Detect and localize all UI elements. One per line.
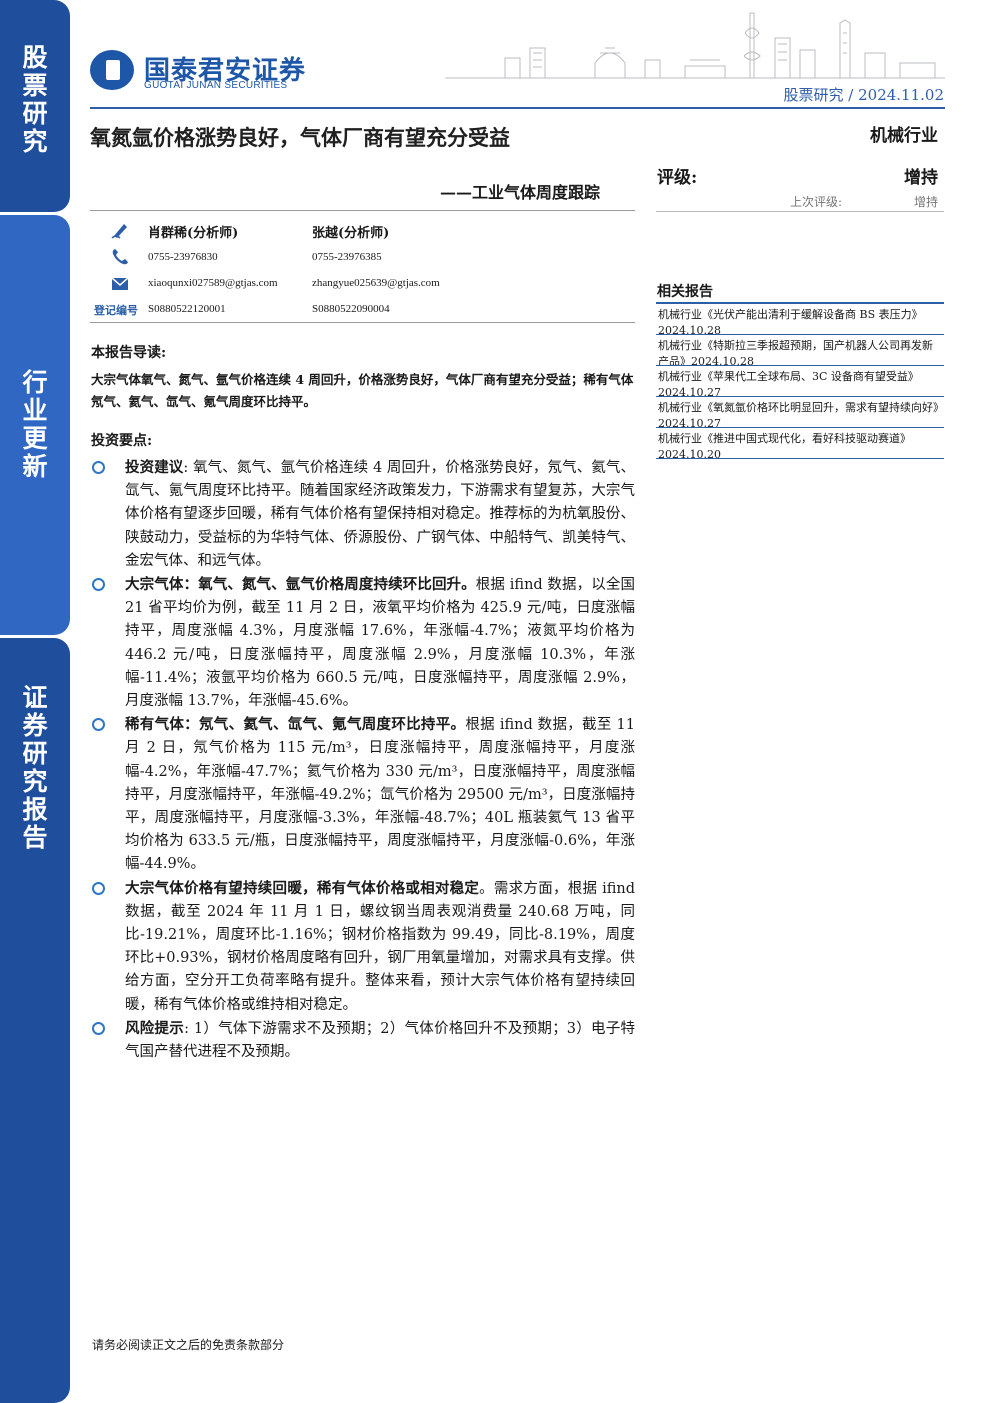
sidebar-char: 报 xyxy=(22,795,48,824)
report-subtitle: ——工业气体周度跟踪 xyxy=(440,183,601,202)
logo-english-name: GUOTAI JUNAN SECURITIES xyxy=(144,80,288,91)
sidebar-tab-industry-update: 行业更新 xyxy=(0,215,70,635)
analyst-1-email[interactable]: xiaoqunxi027589@gtjas.com xyxy=(148,277,278,289)
analyst-2-registration: S0880522090004 xyxy=(312,303,390,315)
analyst-pen-icon xyxy=(111,224,127,239)
rating-divider xyxy=(656,211,944,212)
bullet-icon xyxy=(92,461,105,474)
point-heading: 大宗气体：氧气、氮气、氩气价格周度持续环比回升。 xyxy=(125,576,476,594)
point-heading: 大宗气体价格有望持续回暖，稀有气体价格或相对稳定 xyxy=(125,879,480,897)
city-skyline-icon xyxy=(445,12,945,79)
header-divider xyxy=(90,107,945,109)
point-body: 根据 ifind 数据，以全国 21 省平均价为例，截至 11 月 2 日，液氧… xyxy=(125,577,635,710)
analyst-2-email[interactable]: zhangyue025639@gtjas.com xyxy=(312,277,440,289)
sidebar-tab-stock-research: 股票研究 xyxy=(0,0,70,212)
related-report-item[interactable]: 机械行业《氧氮氩价格环比明显回升，需求有望持续向好》2024.10.27 xyxy=(656,397,944,428)
phone-icon xyxy=(112,249,128,265)
related-report-item[interactable]: 机械行业《特斯拉三季报超预期，国产机器人公司再发新产品》2024.10.28 xyxy=(656,335,944,366)
sidebar-char: 更 xyxy=(22,424,48,453)
point-heading: 投资建议 xyxy=(125,459,184,476)
related-report-item[interactable]: 机械行业《光伏产能出清利于缓解设备商 BS 表压力》2024.10.28 xyxy=(656,304,944,335)
investment-point: 投资建议: 氧气、氮气、氩气价格连续 4 周回升，价格涨势良好，氖气、氦气、氙气… xyxy=(90,456,635,573)
investment-point: 风险提示: 1）气体下游需求不及预期；2）气体价格回升不及预期；3）电子特气国产… xyxy=(90,1017,635,1064)
investment-point: 稀有气体：氖气、氦气、氙气、氪气周度环比持平。根据 ifind 数据，截至 11… xyxy=(90,713,635,876)
point-heading: 风险提示 xyxy=(125,1019,185,1037)
sidebar-char: 行 xyxy=(22,368,48,397)
previous-rating-label: 上次评级: xyxy=(790,195,843,209)
sidebar-char: 究 xyxy=(22,767,48,796)
sidebar-char: 研 xyxy=(22,99,48,128)
related-reports-title: 相关报告 xyxy=(657,284,713,300)
point-separator: : xyxy=(183,460,194,476)
logo-chinese-name: 国泰君安证券 xyxy=(144,56,307,86)
related-report-item[interactable]: 机械行业《推进中国式现代化，看好科技驱动赛道》2024.10.20 xyxy=(656,428,944,459)
bullet-icon xyxy=(92,718,105,732)
logo-mark-icon xyxy=(90,50,134,90)
email-icon xyxy=(111,277,129,290)
investment-points-list: 投资建议: 氧气、氮气、氩气价格连续 4 周回升，价格涨势良好，氖气、氦气、氙气… xyxy=(90,456,635,1064)
analyst-1-name: 肖群稀(分析师) xyxy=(148,226,239,241)
related-report-item[interactable]: 机械行业《苹果代工全球布局、3C 设备商有望受益》2024.10.27 xyxy=(656,366,944,397)
investment-point: 大宗气体：氧气、氮气、氩气价格周度持续环比回升。根据 ifind 数据，以全国 … xyxy=(90,573,635,713)
analyst-1-registration: S0880522120001 xyxy=(148,303,226,315)
sidebar-char: 券 xyxy=(22,711,48,740)
analyst-2-phone: 0755-23976385 xyxy=(312,251,382,263)
analysts-top-divider xyxy=(90,210,635,211)
breadcrumb: 股票研究 / 2024.11.02 xyxy=(783,86,944,104)
investment-points-title: 投资要点: xyxy=(91,433,153,449)
sidebar-char: 业 xyxy=(22,396,48,425)
point-heading: 稀有气体：氖气、氦气、氙气、氪气周度环比持平。 xyxy=(125,716,466,734)
previous-rating-value: 增持 xyxy=(913,195,938,209)
point-body: 1）气体下游需求不及预期；2）气体价格回升不及预期；3）电子特气国产替代进程不及… xyxy=(125,1020,635,1061)
analysts-bottom-divider xyxy=(90,322,635,323)
sidebar-char: 究 xyxy=(22,127,48,156)
analyst-1-phone: 0755-23976830 xyxy=(148,251,218,263)
sidebar-tab-securities-report: 证券研究报告 xyxy=(0,638,70,1403)
report-title: 氧氮氩价格涨势良好，气体厂商有望充分受益 xyxy=(90,125,510,150)
sidebar-char: 新 xyxy=(22,452,48,481)
sidebar-char: 票 xyxy=(22,71,48,100)
bullet-icon xyxy=(92,881,105,895)
analyst-2-name: 张越(分析师) xyxy=(312,226,390,241)
investment-point: 大宗气体价格有望持续回暖，稀有气体价格或相对稳定。需求方面，根据 ifind 数… xyxy=(90,877,635,1017)
bullet-icon xyxy=(92,1021,105,1035)
sidebar-char: 证 xyxy=(22,683,48,712)
point-body: 根据 ifind 数据，截至 11 月 2 日，氖气价格为 115 元/m³，日… xyxy=(125,717,635,873)
disclaimer-footer: 请务必阅读正文之后的免责条款部分 xyxy=(92,1338,285,1352)
registration-label: 登记编号 xyxy=(94,304,138,317)
rating-label: 评级: xyxy=(657,168,698,188)
point-body: 需求方面，根据 ifind 数据，截至 2024 年 11 月 1 日，螺纹钢当… xyxy=(125,880,636,1013)
industry-label: 机械行业 xyxy=(870,126,938,146)
related-reports-list: 机械行业《光伏产能出清利于缓解设备商 BS 表压力》2024.10.28 机械行… xyxy=(656,302,944,459)
point-body: 氧气、氮气、氩气价格连续 4 周回升，价格涨势良好，氖气、氦气、氙气、氪气周度环… xyxy=(125,460,635,569)
sidebar-char: 告 xyxy=(22,823,48,852)
guide-text: 大宗气体氧气、氮气、氩气价格连续 4 周回升，价格涨势良好，气体厂商有望充分受益… xyxy=(91,372,634,409)
bullet-icon xyxy=(92,578,105,592)
point-separator: 。 xyxy=(479,880,494,897)
sidebar-char: 研 xyxy=(22,739,48,768)
guide-title: 本报告导读: xyxy=(91,345,167,361)
sidebar-char: 股 xyxy=(22,43,48,72)
point-separator: : xyxy=(184,1020,194,1037)
rating-value: 增持 xyxy=(904,168,938,188)
